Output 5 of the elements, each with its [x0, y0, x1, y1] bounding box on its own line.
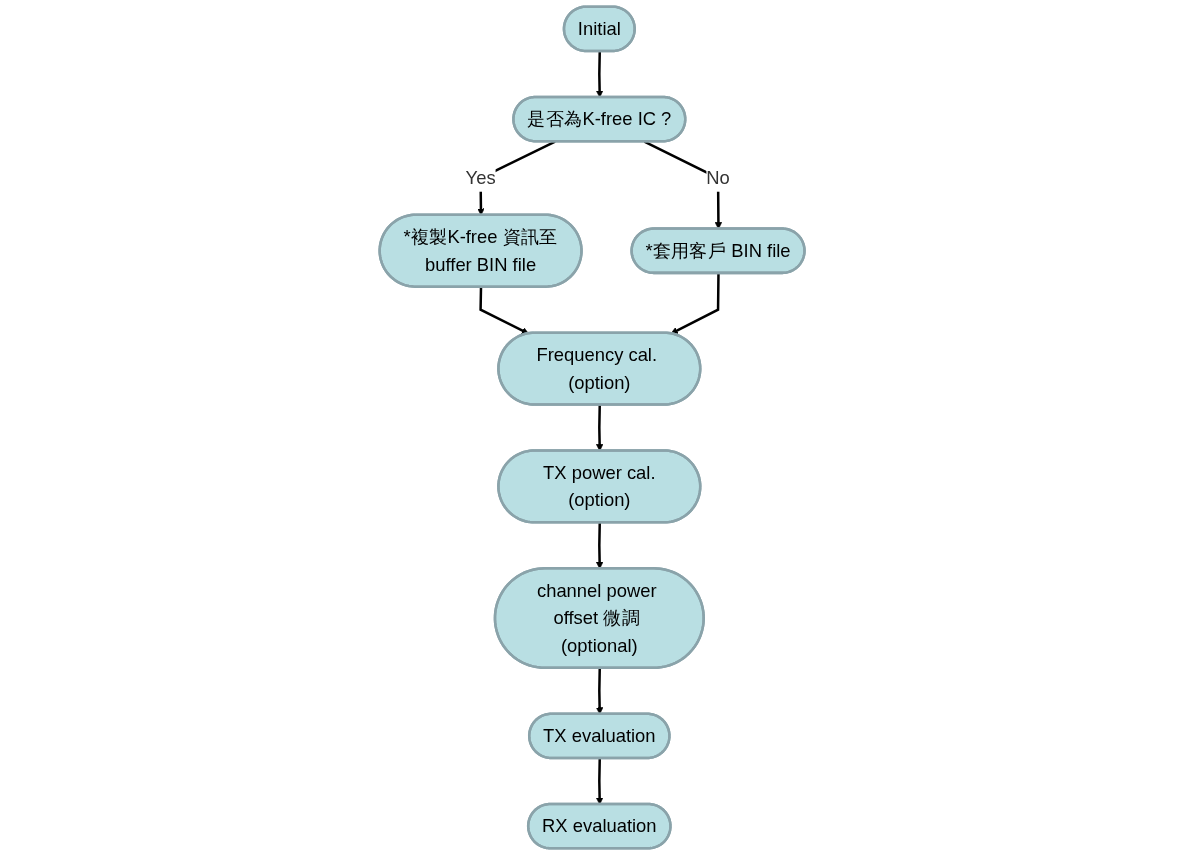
edge-label: Yes	[466, 167, 496, 189]
arrow	[479, 287, 530, 334]
arrow	[596, 758, 604, 805]
arrow	[671, 273, 721, 334]
edge-label: No	[706, 167, 731, 189]
